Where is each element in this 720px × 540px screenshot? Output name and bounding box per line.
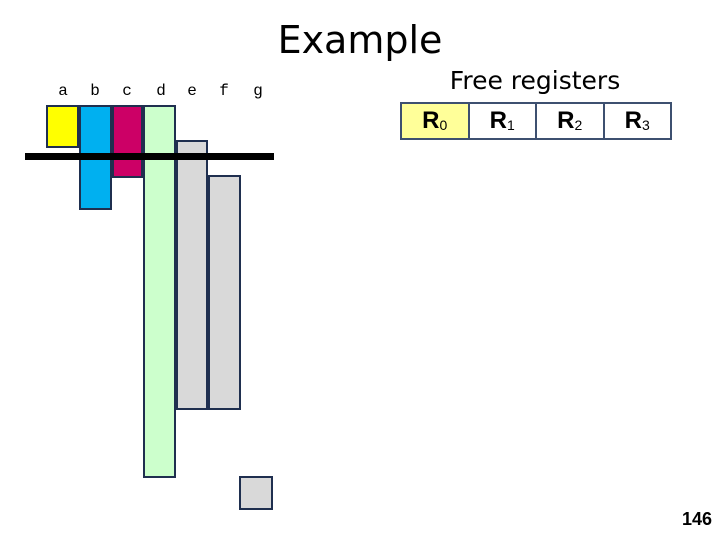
register-r1-name: R bbox=[489, 107, 508, 134]
interval-c bbox=[112, 105, 143, 178]
var-label-b: b bbox=[90, 82, 100, 100]
register-r2-name: R bbox=[557, 107, 575, 134]
register-r0-index: 0 bbox=[439, 117, 448, 133]
var-label-e: e bbox=[187, 82, 197, 100]
var-label-a: a bbox=[58, 82, 68, 100]
page-number: 146 bbox=[681, 509, 712, 529]
register-r3-index: 3 bbox=[642, 117, 650, 133]
interval-g bbox=[239, 476, 273, 510]
var-label-f: f bbox=[219, 82, 229, 100]
interval-a bbox=[46, 105, 79, 148]
register-r3-name: R bbox=[624, 107, 643, 134]
var-label-c: c bbox=[122, 82, 132, 100]
current-position-line bbox=[25, 153, 274, 160]
interval-d bbox=[143, 105, 176, 478]
slide-title: Example bbox=[277, 18, 443, 62]
interval-f bbox=[208, 175, 241, 410]
var-label-d: d bbox=[156, 82, 166, 100]
register-r0-name: R bbox=[422, 107, 440, 134]
var-label-g: g bbox=[253, 82, 263, 100]
free-registers-title: Free registers bbox=[449, 66, 621, 95]
register-r1-index: 1 bbox=[507, 117, 515, 133]
register-r2-index: 2 bbox=[574, 117, 583, 133]
interval-e bbox=[176, 140, 208, 410]
